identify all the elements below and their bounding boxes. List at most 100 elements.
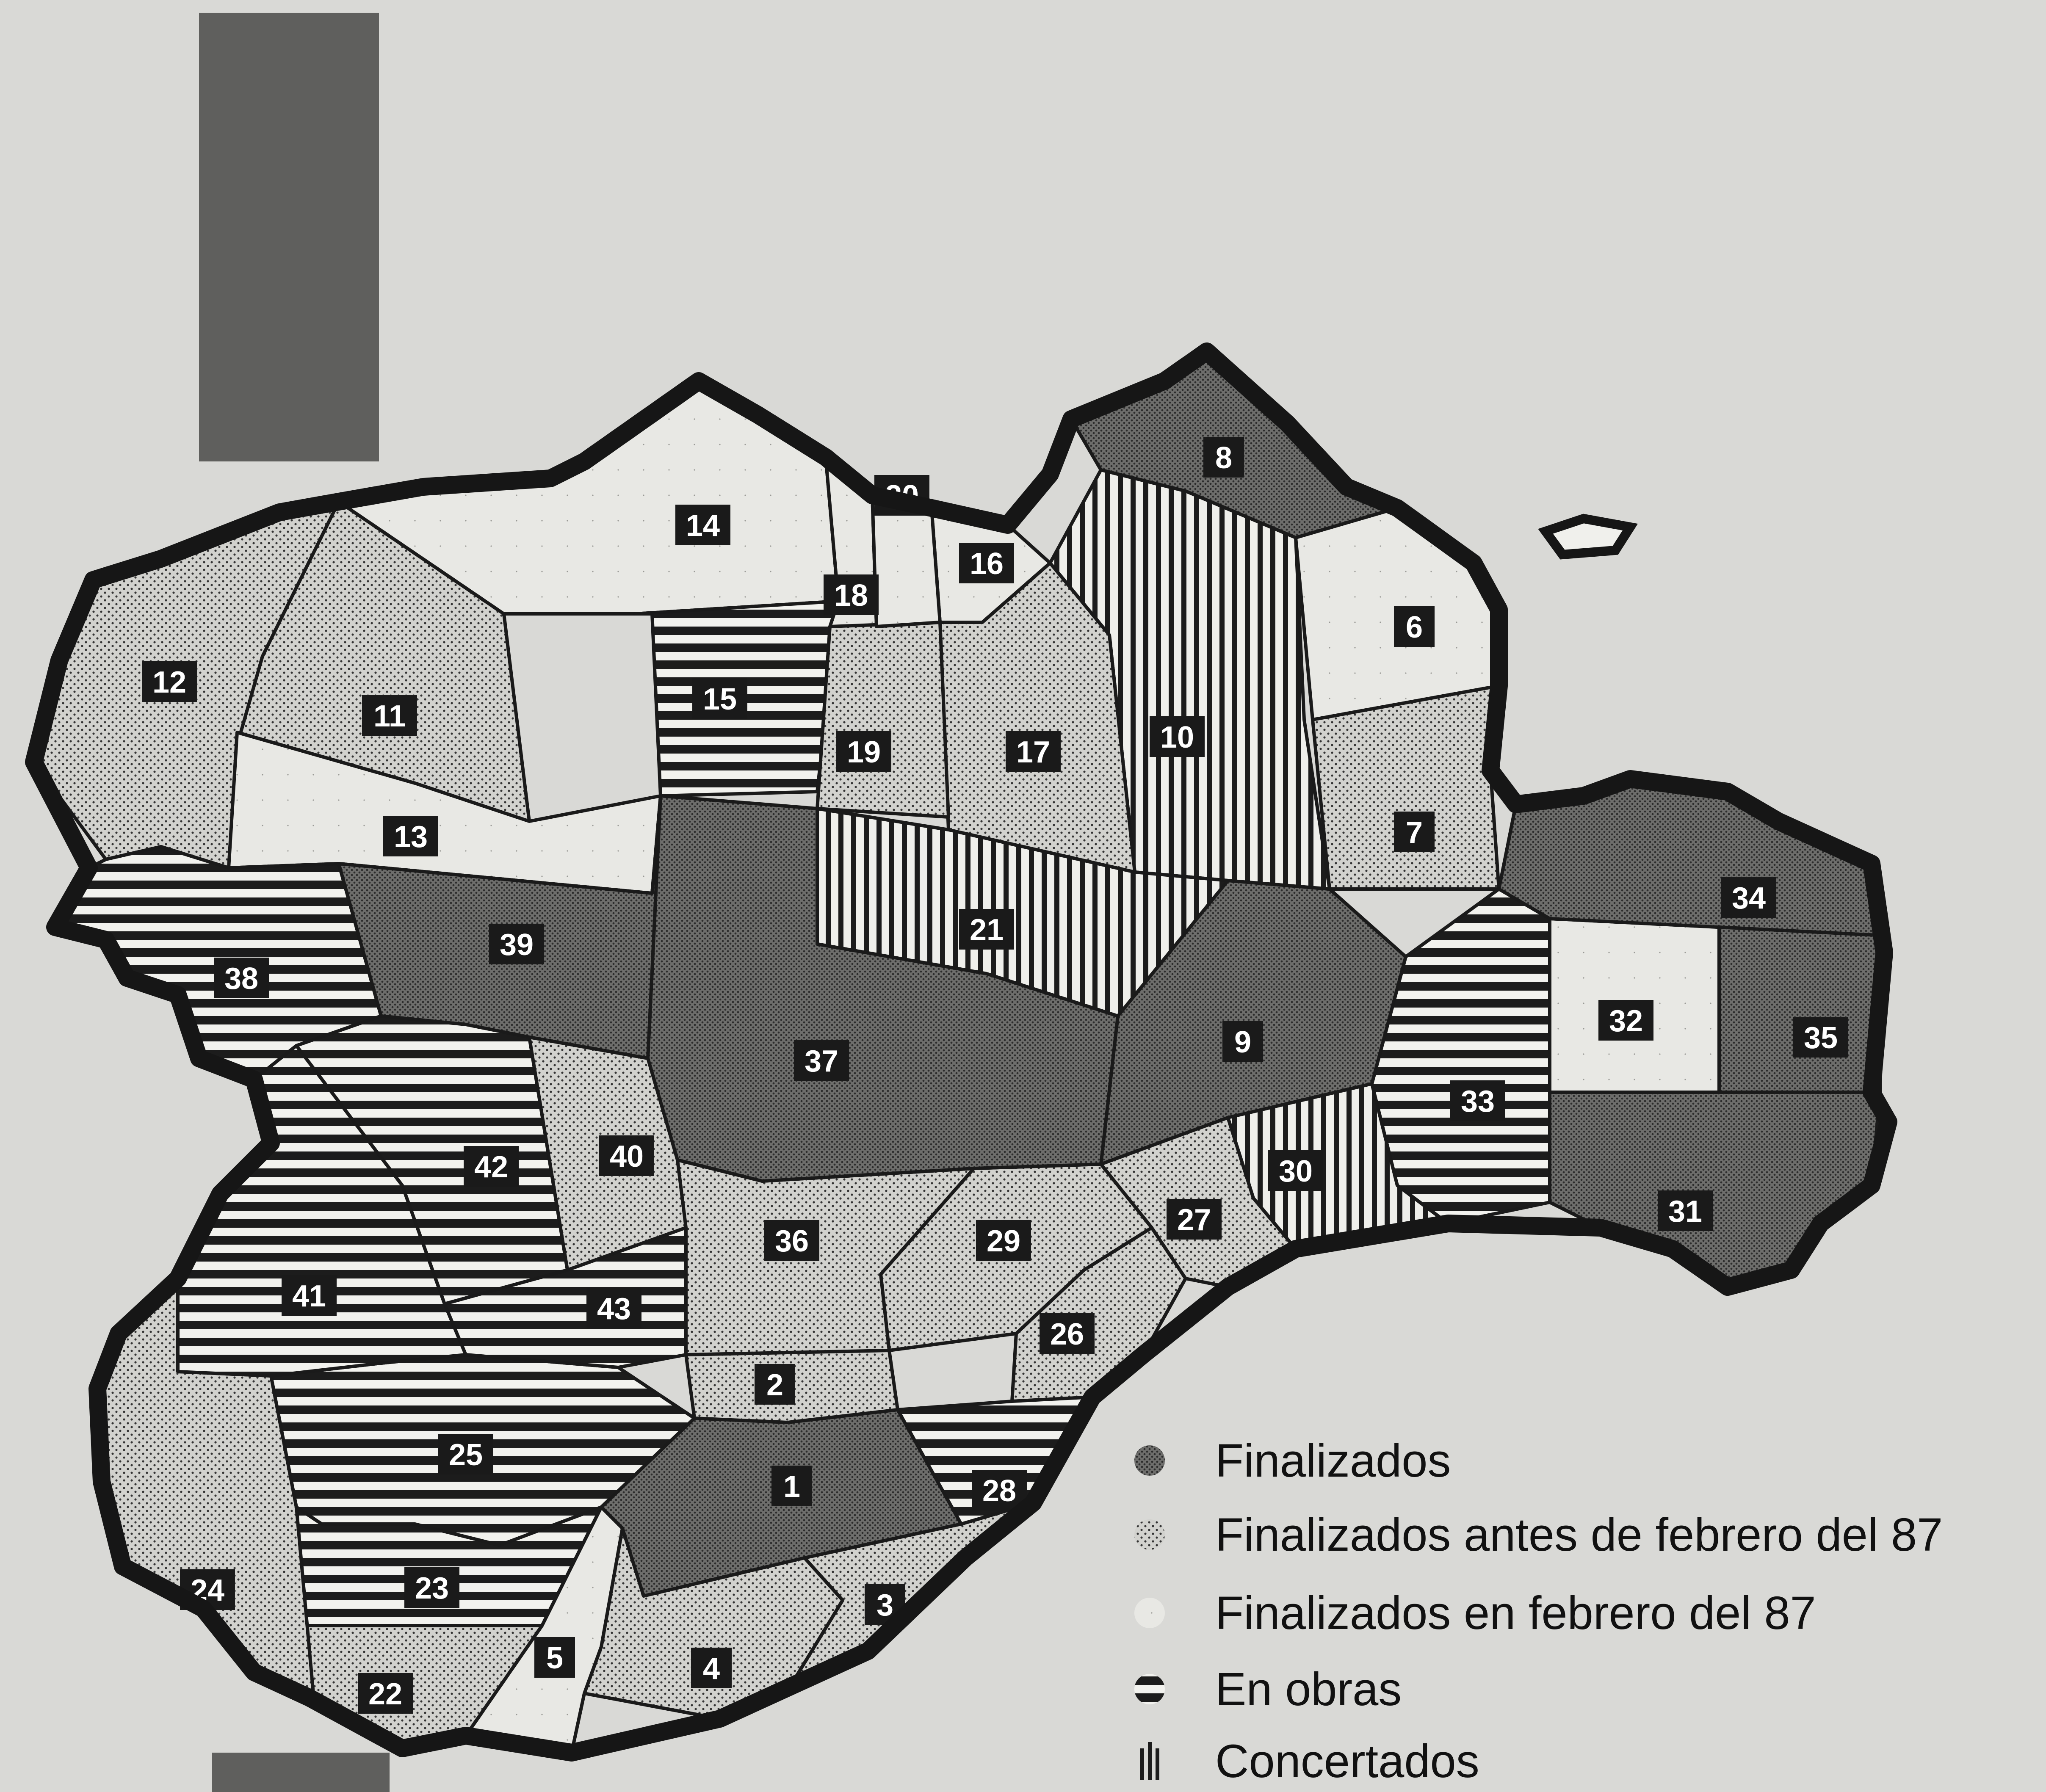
zone-label-16: 16 <box>959 543 1014 583</box>
svg-text:30: 30 <box>1279 1154 1313 1188</box>
zone-label-41: 41 <box>282 1275 337 1316</box>
island <box>1538 514 1638 560</box>
zone-label-29: 29 <box>976 1220 1031 1261</box>
svg-text:8: 8 <box>1215 441 1232 475</box>
zone-label-34: 34 <box>1721 877 1776 918</box>
svg-text:28: 28 <box>982 1474 1016 1508</box>
svg-text:10: 10 <box>1160 721 1194 754</box>
svg-text:2: 2 <box>766 1368 783 1402</box>
zone-label-18: 18 <box>824 574 879 615</box>
zone-label-27: 27 <box>1167 1199 1222 1240</box>
zone-label-19: 19 <box>836 731 891 772</box>
zone-label-38: 38 <box>214 958 269 998</box>
svg-text:22: 22 <box>368 1677 402 1711</box>
legend-label-febrero: Finalizados en febrero del 87 <box>1215 1587 1816 1639</box>
svg-text:3: 3 <box>876 1588 893 1622</box>
svg-text:15: 15 <box>703 682 737 716</box>
zone-label-12: 12 <box>142 661 197 702</box>
svg-text:36: 36 <box>775 1224 809 1258</box>
legend-label-concertados: Concertados <box>1215 1735 1479 1787</box>
svg-text:31: 31 <box>1668 1195 1702 1229</box>
zone-label-17: 17 <box>1006 731 1061 772</box>
legend-symbol-obras <box>1134 1674 1165 1704</box>
zone-label-22: 22 <box>358 1673 413 1714</box>
zone-19 <box>816 621 950 819</box>
background-block-top <box>199 13 379 461</box>
svg-text:11: 11 <box>373 699 406 733</box>
zone-label-21: 21 <box>959 909 1014 950</box>
zone-label-1: 1 <box>771 1466 812 1506</box>
zone-label-9: 9 <box>1222 1021 1263 1062</box>
zone-label-39: 39 <box>489 924 544 964</box>
zone-label-13: 13 <box>383 816 438 856</box>
zone-label-43: 43 <box>586 1288 641 1328</box>
svg-text:1: 1 <box>783 1470 800 1504</box>
zone-label-15: 15 <box>692 678 747 719</box>
province-outline <box>25 342 1897 1762</box>
legend-symbol-febrero <box>1134 1598 1165 1628</box>
svg-text:5: 5 <box>546 1641 563 1675</box>
svg-text:40: 40 <box>610 1140 644 1173</box>
zone-7 <box>1311 684 1501 891</box>
svg-text:6: 6 <box>1406 610 1423 644</box>
svg-text:43: 43 <box>597 1292 631 1326</box>
zone-label-31: 31 <box>1658 1190 1713 1231</box>
svg-text:19: 19 <box>847 735 881 769</box>
svg-text:7: 7 <box>1406 816 1423 850</box>
background-block-bottom <box>212 1753 390 1792</box>
zone-label-8: 8 <box>1203 437 1244 478</box>
zone-label-35: 35 <box>1793 1017 1848 1058</box>
zone-42 <box>295 1014 569 1306</box>
svg-text:32: 32 <box>1609 1004 1643 1038</box>
zone-label-14: 14 <box>675 505 730 545</box>
svg-text:35: 35 <box>1804 1021 1838 1055</box>
legend-item-antes: Finalizados antes de febrero del 87 <box>1134 1509 1943 1561</box>
zone-37 <box>646 794 1120 1183</box>
svg-text:25: 25 <box>449 1438 483 1472</box>
zone-33 <box>1370 887 1551 1225</box>
zone-label-36: 36 <box>764 1220 819 1261</box>
svg-text:37: 37 <box>805 1044 838 1078</box>
zone-35 <box>1717 925 1886 1094</box>
svg-text:16: 16 <box>970 547 1004 581</box>
zone-label-10: 10 <box>1150 716 1205 757</box>
zone-label-30: 30 <box>1268 1150 1323 1191</box>
svg-text:12: 12 <box>152 665 186 699</box>
legend-symbol-concertados <box>1140 1742 1159 1780</box>
legend-item-obras: En obras <box>1134 1663 1402 1715</box>
svg-text:39: 39 <box>500 928 534 962</box>
zone-label-7: 7 <box>1394 812 1435 852</box>
legend-label-antes: Finalizados antes de febrero del 87 <box>1215 1509 1943 1561</box>
zone-label-28: 28 <box>972 1470 1027 1510</box>
zone-label-2: 2 <box>755 1364 795 1405</box>
svg-text:18: 18 <box>834 579 868 613</box>
svg-text:41: 41 <box>292 1279 326 1313</box>
zone-label-26: 26 <box>1040 1313 1095 1354</box>
zone-label-6: 6 <box>1394 606 1435 647</box>
svg-text:13: 13 <box>394 820 428 854</box>
zone-label-33: 33 <box>1450 1080 1505 1121</box>
svg-text:34: 34 <box>1732 881 1766 915</box>
legend-symbol-antes <box>1134 1519 1165 1550</box>
svg-text:33: 33 <box>1461 1085 1495 1118</box>
zone-31 <box>1548 1091 1882 1289</box>
legend-symbol-finalizados <box>1134 1445 1165 1476</box>
svg-text:42: 42 <box>474 1150 508 1184</box>
svg-text:4: 4 <box>703 1652 720 1686</box>
zone-label-42: 42 <box>464 1146 519 1187</box>
svg-text:26: 26 <box>1050 1317 1084 1351</box>
zone-label-4: 4 <box>691 1648 732 1688</box>
svg-text:14: 14 <box>686 509 720 543</box>
svg-text:23: 23 <box>415 1571 449 1605</box>
zone-label-5: 5 <box>534 1637 575 1678</box>
legend-item-febrero: Finalizados en febrero del 87 <box>1134 1587 1816 1639</box>
legend-label-finalizados: Finalizados <box>1215 1435 1451 1487</box>
svg-text:38: 38 <box>224 962 258 996</box>
zone-label-23: 23 <box>404 1567 459 1608</box>
svg-text:17: 17 <box>1016 735 1050 769</box>
zone-label-32: 32 <box>1598 1000 1653 1041</box>
svg-text:29: 29 <box>987 1224 1020 1258</box>
zone-label-40: 40 <box>599 1135 654 1176</box>
